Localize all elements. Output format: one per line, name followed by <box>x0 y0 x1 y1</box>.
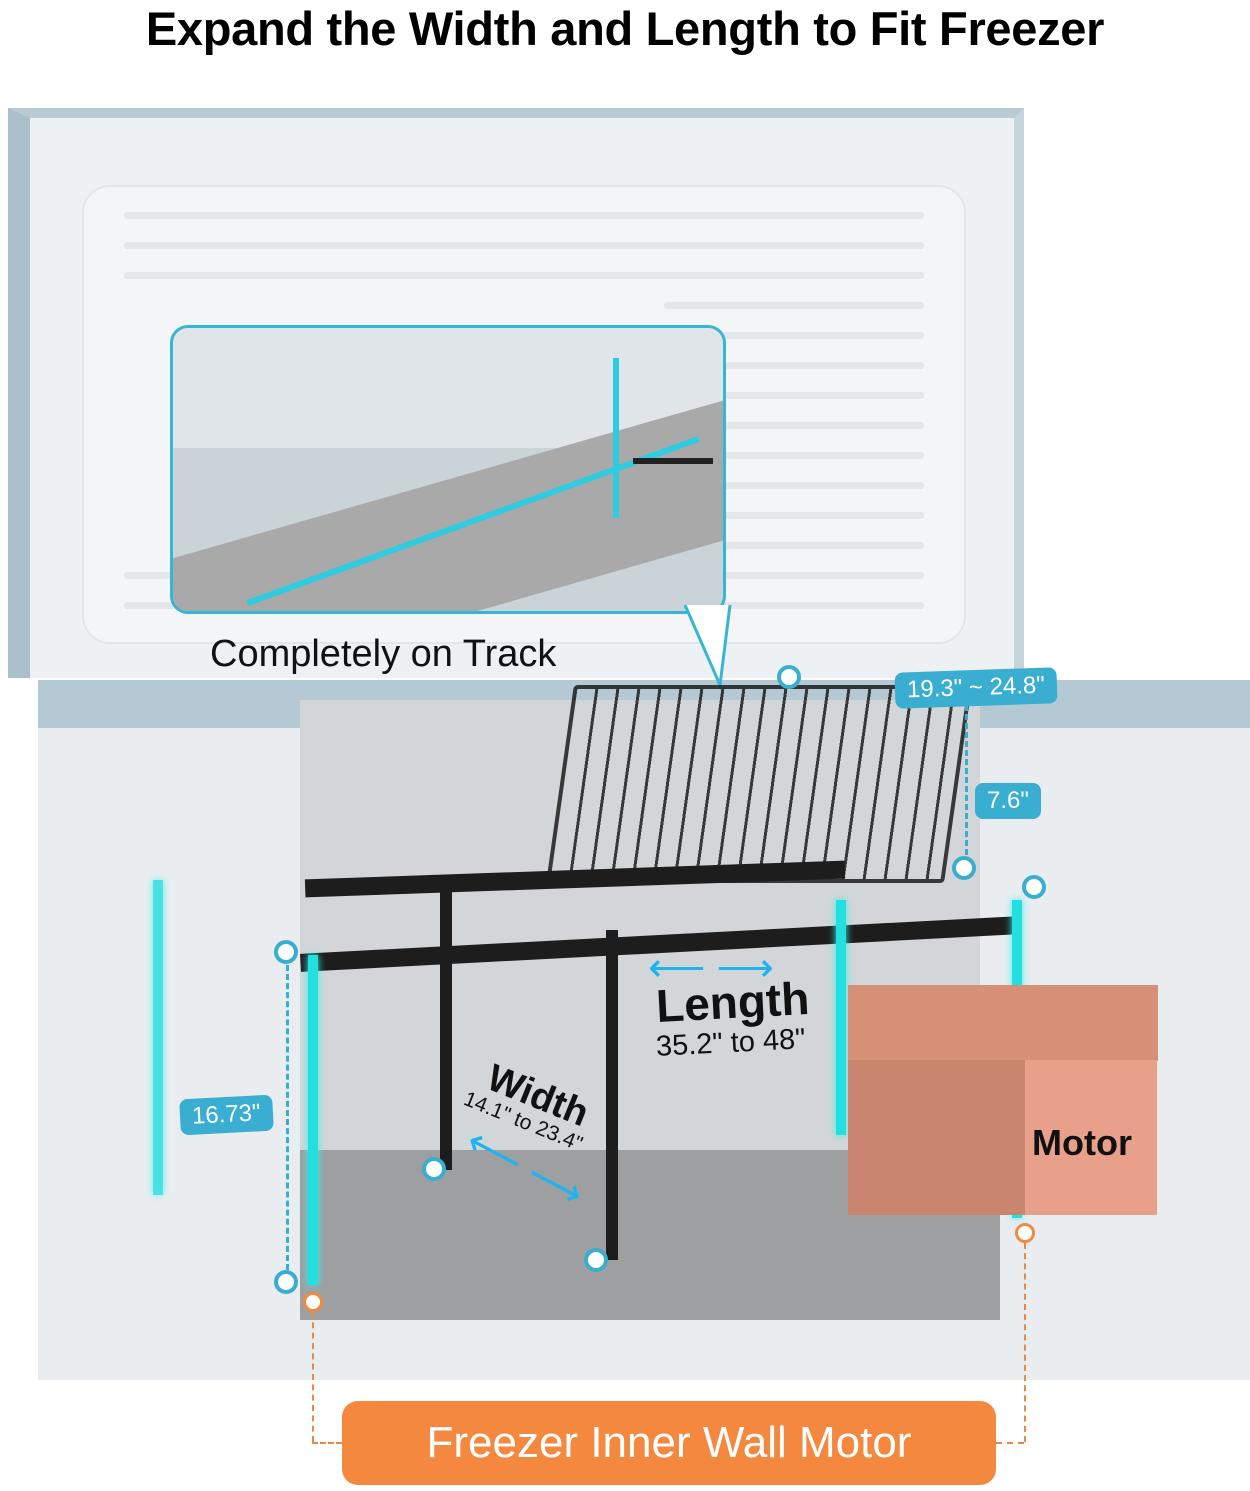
freezer-inner-wall-motor-label: Freezer Inner Wall Motor <box>342 1401 996 1485</box>
motor-top <box>848 985 1158 1061</box>
dimension-dot <box>1022 875 1046 899</box>
rack-post-ghost <box>153 880 163 1195</box>
motor-front <box>1025 1060 1157 1215</box>
length-arrows-icon: ⟵ ⟶ <box>648 946 774 990</box>
rack-leg <box>440 880 452 1170</box>
motor-marker-dot <box>1015 1223 1035 1243</box>
inset-pointer <box>683 604 732 690</box>
basket-height-badge: 7.6" <box>975 783 1041 819</box>
rack-leg <box>606 930 618 1260</box>
dimension-dot <box>584 1248 608 1272</box>
motor-label: Motor <box>1032 1122 1132 1163</box>
rack-post-glow <box>308 955 318 1285</box>
dimension-dot <box>952 856 976 880</box>
callout-line <box>312 1312 314 1442</box>
rack-post-glow <box>836 900 846 1135</box>
track-detail-inset <box>170 325 726 614</box>
dimension-dot <box>274 1270 298 1294</box>
motor-side <box>848 1060 1025 1215</box>
callout-line <box>996 1442 1024 1444</box>
page-title: Expand the Width and Length to Fit Freez… <box>145 2 1105 55</box>
dimension-dot <box>777 665 801 689</box>
dimension-line <box>286 965 289 1270</box>
rack-height-badge: 16.73" <box>179 1094 274 1136</box>
basket-width-badge: 19.3" ~ 24.8" <box>894 667 1058 709</box>
motor-marker-dot <box>303 1292 323 1312</box>
dimension-dot <box>422 1157 446 1181</box>
inset-caption: Completely on Track <box>210 633 557 675</box>
callout-line <box>312 1442 342 1444</box>
callout-line <box>1024 1243 1026 1442</box>
dimension-dot <box>274 940 298 964</box>
wire-basket <box>546 685 972 883</box>
dimension-line <box>965 705 968 855</box>
